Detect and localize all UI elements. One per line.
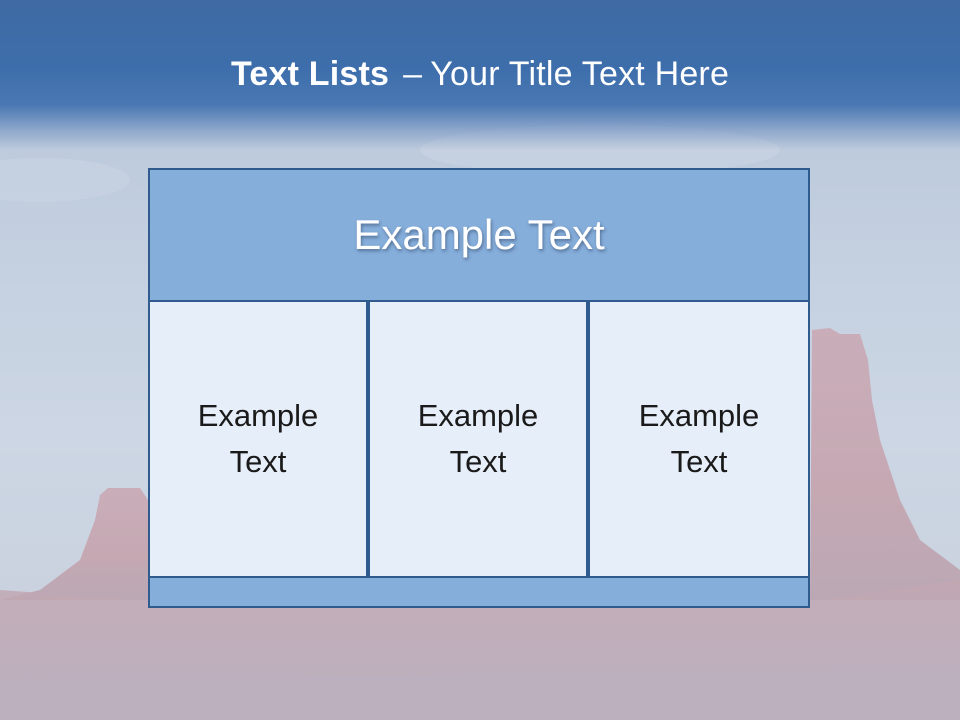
title-rest-text: Your Title Text Here	[430, 55, 730, 93]
diagram-header-text: Example Text	[353, 211, 605, 258]
diagram-column-3[interactable]: Example Text	[588, 300, 810, 578]
title-bar	[0, 0, 960, 150]
title-bold-text: Text Lists	[230, 55, 390, 93]
slide-title: Text Lists–Your Title Text Here	[0, 52, 960, 96]
diagram-footer-bar[interactable]	[148, 576, 810, 608]
column-3-text: Example Text	[638, 398, 760, 479]
diagram-column-1[interactable]: Example Text	[148, 300, 368, 578]
diagram-header-box[interactable]: Example Text	[148, 168, 810, 302]
text-list-diagram: Example Text Example Text Example Text E…	[148, 168, 810, 610]
diagram-column-2[interactable]: Example Text	[368, 300, 588, 578]
column-1-text: Example Text	[197, 398, 319, 479]
title-dash: –	[403, 55, 423, 93]
column-2-text: Example Text	[417, 398, 539, 479]
